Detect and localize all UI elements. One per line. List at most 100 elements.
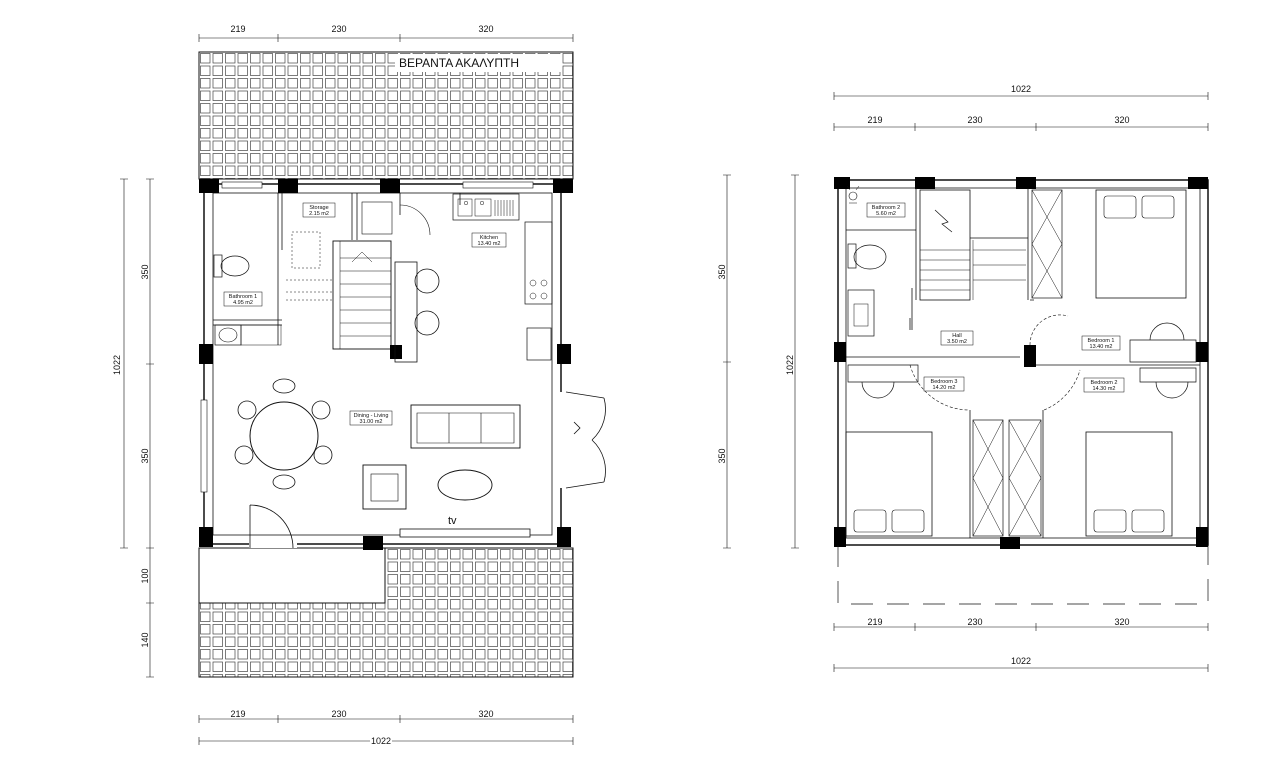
column — [1000, 537, 1020, 549]
svg-text:320: 320 — [1114, 617, 1129, 627]
column — [553, 179, 573, 193]
svg-text:350: 350 — [140, 264, 150, 279]
svg-text:1022: 1022 — [112, 355, 122, 375]
first-dims-top: 1022 219 230 320 — [833, 84, 1209, 131]
front-porch — [198, 547, 386, 604]
column — [1188, 177, 1208, 189]
room-label-kitchen: Kitchen 13.40 m2 — [471, 232, 507, 248]
column — [363, 536, 383, 550]
svg-text:31.00 m2: 31.00 m2 — [360, 419, 383, 425]
svg-text:1022: 1022 — [1011, 84, 1031, 94]
column — [199, 527, 213, 547]
room-label-living: Dining - Living 31.00 m2 — [349, 410, 393, 426]
svg-text:2.15 m2: 2.15 m2 — [309, 211, 329, 217]
first-dims-left: 350 350 1022 — [717, 174, 799, 549]
ground-dims-bottom: 219 230 320 1022 — [198, 709, 574, 746]
column — [915, 177, 935, 189]
top-veranda-tiles — [198, 51, 574, 180]
bathroom2-fixtures — [846, 185, 887, 337]
svg-text:219: 219 — [867, 617, 882, 627]
svg-text:219: 219 — [867, 115, 882, 125]
svg-text:Bathroom 1: Bathroom 1 — [229, 294, 257, 300]
first-exterior-walls — [837, 179, 1209, 546]
bed-bedroom3 — [845, 431, 933, 537]
first-dims-bottom: 219 230 320 1022 — [833, 617, 1209, 672]
column — [278, 179, 298, 193]
svg-text:14.20 m2: 14.20 m2 — [933, 385, 956, 391]
svg-text:140: 140 — [140, 632, 150, 647]
svg-text:230: 230 — [331, 709, 346, 719]
svg-text:Bedroom 3: Bedroom 3 — [931, 379, 958, 385]
ground-dims-top: 219 230 320 — [198, 24, 574, 42]
svg-text:Bedroom 2: Bedroom 2 — [1091, 380, 1118, 386]
svg-text:Hall: Hall — [952, 333, 961, 339]
tv-label: tv — [448, 515, 457, 527]
room-label-hall: Hall 3.50 m2 — [940, 330, 974, 346]
room-label-bedroom2: Bedroom 2 14.30 m2 — [1083, 377, 1125, 393]
svg-text:14.30 m2: 14.30 m2 — [1093, 386, 1116, 392]
svg-text:3.50 m2: 3.50 m2 — [947, 339, 967, 345]
svg-text:320: 320 — [478, 709, 493, 719]
veranda-label: ΒΕΡΑΝΤΑ ΑΚΑΛΥΠΤΗ — [399, 56, 519, 70]
svg-text:320: 320 — [1114, 115, 1129, 125]
first-stairs — [919, 189, 1026, 301]
room-label-bathroom1: Bathroom 1 4.95 m2 — [223, 291, 263, 307]
svg-text:320: 320 — [478, 24, 493, 34]
desk-bedroom3 — [847, 364, 919, 399]
entrance-door — [249, 504, 294, 549]
svg-text:350: 350 — [717, 264, 727, 279]
wardrobes — [972, 189, 1063, 537]
svg-text:100: 100 — [140, 568, 150, 583]
side-double-door — [565, 391, 606, 489]
dining-table — [234, 378, 333, 490]
svg-text:350: 350 — [140, 448, 150, 463]
ground-dims-left: 350 350 100 140 1022 — [112, 178, 154, 678]
svg-text:5.60 m2: 5.60 m2 — [876, 211, 896, 217]
room-label-bedroom3: Bedroom 3 14.20 m2 — [923, 376, 965, 392]
svg-text:Dining - Living: Dining - Living — [354, 413, 389, 419]
ground-floor-plan: ΒΕΡΑΝΤΑ ΑΚΑΛΥΠΤΗ — [112, 24, 606, 746]
first-floor-plan: Bathroom 2 5.60 m2 Hall 3.50 m2 Bedroom … — [717, 84, 1209, 672]
desk-bedroom1 — [1129, 322, 1197, 363]
doors — [909, 314, 1081, 411]
kitchen-fixtures — [394, 193, 553, 363]
svg-text:230: 230 — [331, 24, 346, 34]
column — [199, 344, 213, 364]
svg-text:Bathroom 2: Bathroom 2 — [872, 205, 900, 211]
svg-text:Kitchen: Kitchen — [480, 235, 498, 241]
column — [557, 527, 571, 547]
bed-bedroom2 — [1085, 431, 1173, 537]
column — [834, 342, 846, 362]
ground-stairs — [286, 231, 402, 359]
room-label-storage: Storage 2.15 m2 — [302, 202, 336, 218]
svg-text:1022: 1022 — [1011, 656, 1031, 666]
svg-text:1022: 1022 — [371, 736, 391, 746]
first-interior-walls — [846, 188, 1200, 538]
column — [199, 179, 219, 193]
room-label-bathroom2: Bathroom 2 5.60 m2 — [866, 202, 906, 218]
bed-bedroom1 — [1095, 189, 1187, 299]
svg-text:4.95 m2: 4.95 m2 — [233, 300, 253, 306]
room-label-bedroom1: Bedroom 1 13.40 m2 — [1081, 335, 1121, 351]
svg-text:13.40 m2: 13.40 m2 — [1090, 344, 1113, 350]
svg-text:1022: 1022 — [785, 355, 795, 375]
column — [380, 179, 400, 193]
svg-text:219: 219 — [230, 24, 245, 34]
column — [834, 527, 846, 547]
bathroom1-fixtures — [213, 254, 282, 346]
column — [1196, 527, 1208, 547]
column — [557, 344, 571, 364]
svg-text:13.40 m2: 13.40 m2 — [478, 241, 501, 247]
living-furniture — [362, 404, 521, 510]
svg-text:230: 230 — [967, 115, 982, 125]
balcony-outline — [837, 545, 1209, 605]
desk-bedroom2 — [1139, 367, 1197, 399]
svg-text:219: 219 — [230, 709, 245, 719]
exterior-walls — [203, 183, 562, 545]
svg-text:350: 350 — [717, 448, 727, 463]
svg-text:230: 230 — [967, 617, 982, 627]
svg-text:Bedroom 1: Bedroom 1 — [1088, 338, 1115, 344]
column — [1196, 342, 1208, 362]
svg-text:Storage: Storage — [309, 205, 328, 211]
